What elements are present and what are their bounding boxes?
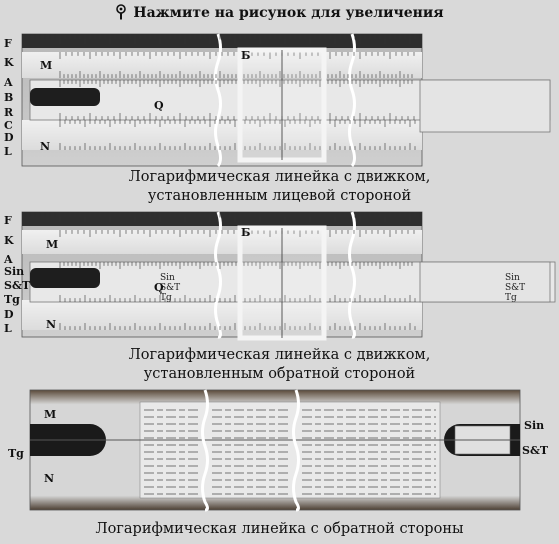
svg-text:Sin: Sin <box>160 273 175 283</box>
ruler1-body <box>21 33 551 167</box>
ruler1-label-m: M <box>40 59 53 72</box>
ruler1-left-label-0: F <box>4 37 12 50</box>
ruler2-label-q: Q <box>154 281 164 294</box>
ruler1-left-label-3: B <box>4 91 14 104</box>
ruler3-body <box>29 389 521 512</box>
ruler1-left-label-7: L <box>4 145 12 158</box>
ruler1-left-label-1: K <box>4 56 14 69</box>
ruler2-label-m: M <box>46 238 59 251</box>
svg-text:S&T: S&T <box>505 283 525 293</box>
ruler2-left-label-1: K <box>4 234 14 247</box>
ruler1-left-label-4: R <box>4 106 14 119</box>
ruler1-left-label-5: C <box>4 119 13 132</box>
ruler2-caption-line2: установленным обратной стороной <box>143 366 416 382</box>
ruler3-label-tg: Tg <box>8 447 24 460</box>
magnifier-icon <box>115 4 127 24</box>
svg-text:Tg: Tg <box>160 293 172 303</box>
ruler2-left-label-0: F <box>4 214 12 227</box>
ruler2-caption-line1: Логарифмическая линейка с движком, <box>128 347 431 363</box>
ruler1-caption: Логарифмическая линейка с движком, устан… <box>0 168 559 206</box>
ruler2-left-label-5: Tg <box>4 293 20 306</box>
ruler3-label-st: S&T <box>522 444 549 457</box>
ruler1-left-label-6: D <box>4 131 14 144</box>
ruler2-caption: Логарифмическая линейка с движком, устан… <box>0 346 559 384</box>
ruler1-left-label-2: A <box>4 76 13 89</box>
ruler2-label-n: N <box>46 318 57 331</box>
ruler2-left-label-4: S&T <box>4 279 31 292</box>
ruler1-label-q: Q <box>154 99 164 112</box>
svg-text:Tg: Tg <box>505 293 517 303</box>
ruler1-label-cursor: Б <box>241 49 251 62</box>
ruler2-left-label-2: A <box>4 253 13 266</box>
ruler3-table-lines <box>144 409 436 495</box>
ruler3-label-sin: Sin <box>524 419 545 432</box>
ruler3-caption: Логарифмическая линейка с обратной сторо… <box>95 521 464 537</box>
ruler1-label-n: N <box>40 140 51 153</box>
zoom-hint-text: Нажмите на рисунок для увеличения <box>133 5 444 21</box>
svg-text:S&T: S&T <box>160 283 180 293</box>
ruler2-scale-ticks <box>59 212 416 330</box>
ruler2-left-label-3: Sin <box>4 265 25 278</box>
ruler1-caption-line2: установленным лицевой стороной <box>147 188 412 204</box>
ruler1-caption-line1: Логарифмическая линейка с движком, <box>128 169 431 185</box>
zoom-hint[interactable]: Нажмите на рисунок для увеличения <box>0 4 559 24</box>
ruler3-label-m: M <box>44 408 57 421</box>
svg-text:Sin: Sin <box>505 273 520 283</box>
ruler2-left-label-7: L <box>4 322 12 335</box>
ruler2-label-cursor: Б <box>241 226 251 239</box>
ruler3-label-n: N <box>44 472 55 485</box>
ruler2-slide-marks: Sin S&T Tg Sin S&T Tg <box>160 273 525 303</box>
ruler2-left-label-6: D <box>4 308 14 321</box>
